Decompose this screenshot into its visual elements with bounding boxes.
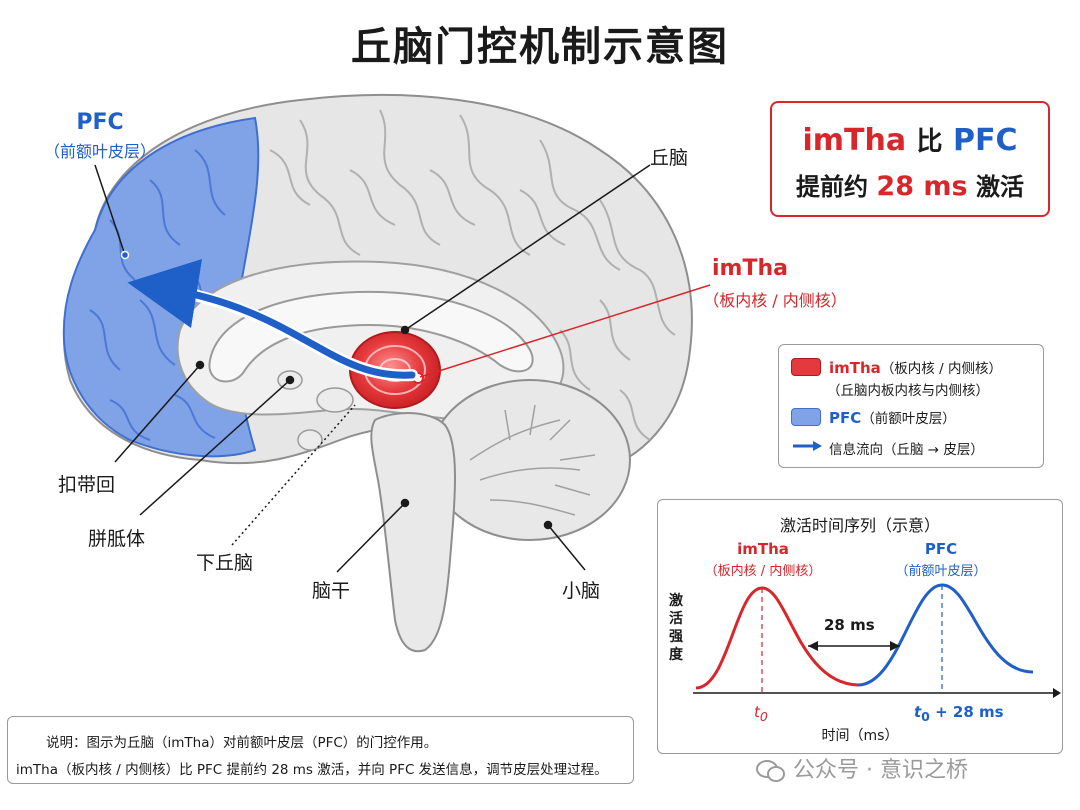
legend-imtha-swatch xyxy=(791,358,821,376)
timeline-t1: t0 + 28 ms xyxy=(914,703,1004,724)
corpus-callosum xyxy=(208,290,534,383)
imtha-curve xyxy=(695,586,859,690)
key-activate: 激活 xyxy=(975,173,1024,201)
timeline-imtha-sub: （板内核 / 内侧核） xyxy=(704,564,822,579)
label-imtha-sub: （板内核 / 内侧核） xyxy=(703,291,847,310)
label-cingulate: 扣带回 xyxy=(58,474,116,496)
legend-arrow-icon xyxy=(793,441,822,451)
timeline-panel: 激活时间序列（示意） imTha （板内核 / 内侧核） PFC （前额叶皮层）… xyxy=(657,499,1063,754)
note-box: 说明：图示为丘脑（imTha）对前额叶皮层（PFC）的门控作用。 imTha（板… xyxy=(7,716,634,784)
label-pfc-sub: （前额叶皮层） xyxy=(43,142,156,161)
timeline-title: 激活时间序列（示意） xyxy=(779,516,940,535)
arbor-vitae xyxy=(469,404,596,516)
key-pfc: PFC xyxy=(953,123,1018,158)
timeline-y-label: 激活强度 xyxy=(669,593,683,663)
legend-pfc-swatch xyxy=(791,408,821,426)
label-cerebellum: 小脑 xyxy=(562,580,601,602)
wechat-icon xyxy=(756,760,785,782)
label-thalamus: 丘脑 xyxy=(650,147,689,169)
timeline-plot xyxy=(693,583,1061,698)
note-line-1: 说明：图示为丘脑（imTha）对前额叶皮层（PFC）的门控作用。 xyxy=(46,735,438,751)
timeline-pfc-sub: （前额叶皮层） xyxy=(895,564,987,579)
leader-lines xyxy=(94,164,651,573)
label-pfc: PFC xyxy=(76,110,124,135)
cerebellum xyxy=(429,379,631,541)
pfc-curve xyxy=(857,583,1034,687)
label-imtha: imTha xyxy=(712,256,788,281)
timeline-t0: t0 xyxy=(754,703,768,724)
timeline-imtha-label: imTha xyxy=(737,540,789,558)
legend-imtha: imTha（板内核 / 内侧核） xyxy=(829,359,1002,377)
label-corpus-callosum: 胼胝体 xyxy=(88,528,146,550)
brainstem xyxy=(370,412,456,653)
legend-flow: 信息流向（丘脑 → 皮层） xyxy=(829,442,984,458)
legend: imTha（板内核 / 内侧核） （丘脑内板内核与内侧核） PFC（前额叶皮层）… xyxy=(778,344,1044,468)
page-title: 丘脑门控机制示意图 xyxy=(351,23,729,70)
watermark: 公众号 · 意识之桥 xyxy=(756,752,968,784)
legend-imtha-desc2: （丘脑内板内核与内侧核） xyxy=(827,383,989,399)
timeline-pfc-label: PFC xyxy=(924,540,958,558)
timeline-x-label: 时间（ms） xyxy=(821,728,899,744)
timeline-gap: 28 ms xyxy=(824,616,875,634)
note-line-2: imTha（板内核 / 内侧核）比 PFC 提前约 28 ms 激活，并向 PF… xyxy=(16,762,608,778)
key-finding-box: imTha 比 PFC 提前约 28 ms 激活 xyxy=(770,101,1050,217)
gyri-texture xyxy=(269,109,676,441)
key-imtha: imTha xyxy=(802,123,907,158)
label-hypothalamus: 下丘脑 xyxy=(196,552,254,574)
label-brainstem: 脑干 xyxy=(312,580,351,602)
key-compare: 比 xyxy=(916,127,943,157)
key-earlier: 提前约 xyxy=(796,173,869,201)
legend-pfc: PFC（前额叶皮层） xyxy=(829,409,956,427)
key-delay: 28 ms xyxy=(876,171,968,202)
